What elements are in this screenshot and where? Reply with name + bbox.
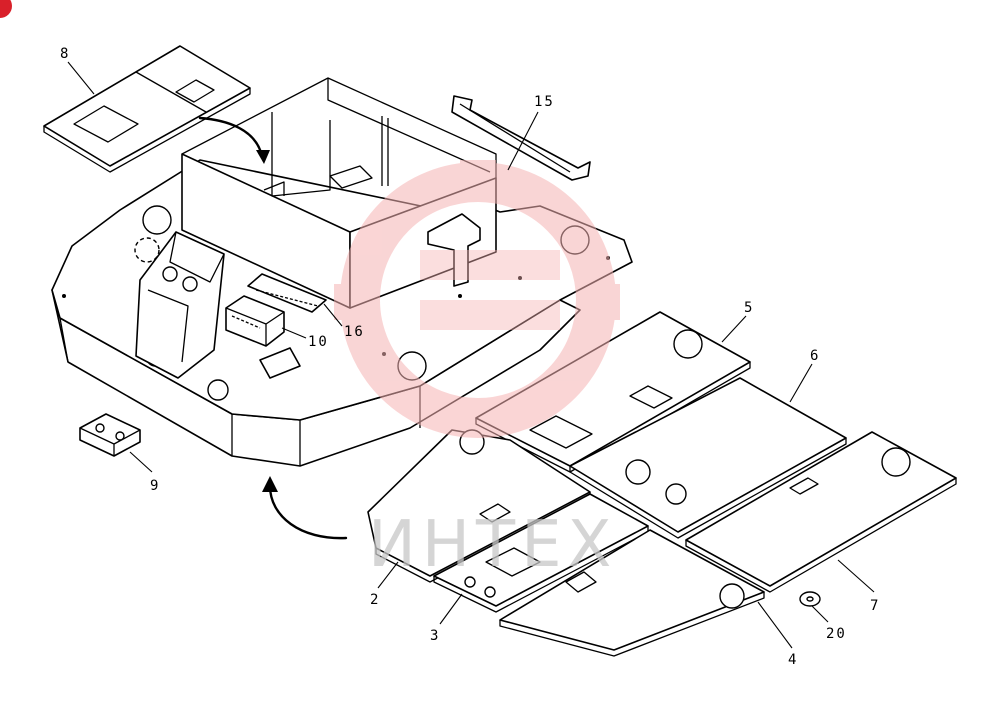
callout-9: 9 — [150, 478, 160, 494]
part-9-block — [79, 413, 141, 457]
part-7-plate — [685, 431, 957, 593]
watermark-text: ИНТЕХ — [368, 508, 617, 582]
callout-15: 15 — [534, 94, 555, 110]
watermark-logo-icon — [334, 160, 620, 438]
part-15-handle — [451, 95, 591, 181]
part-4-plate — [499, 529, 765, 657]
arrow-icon — [268, 484, 348, 540]
part-16-strip — [247, 273, 327, 313]
callout-16: 16 — [344, 324, 365, 340]
part-3-plate — [433, 493, 649, 613]
callout-7: 7 — [870, 598, 880, 614]
part-8-cover — [43, 45, 251, 173]
corner-badge-icon — [0, 0, 12, 18]
callout-10: 10 — [308, 334, 329, 350]
callout-6: 6 — [810, 348, 820, 364]
callout-3: 3 — [430, 628, 440, 644]
callout-5: 5 — [744, 300, 754, 316]
arrow-head-icon — [262, 476, 278, 492]
enclosure-box — [181, 77, 497, 309]
callout-8: 8 — [60, 46, 70, 62]
part-10-block — [225, 295, 285, 347]
part-2-plate — [367, 429, 591, 583]
callout-4: 4 — [788, 652, 798, 668]
callout-2: 2 — [370, 592, 380, 608]
arrow-head-icon — [256, 150, 270, 164]
arrow-icon — [198, 116, 264, 158]
part-6-plate — [569, 377, 847, 539]
callout-20: 20 — [826, 626, 847, 642]
part-20-washer — [799, 591, 821, 607]
